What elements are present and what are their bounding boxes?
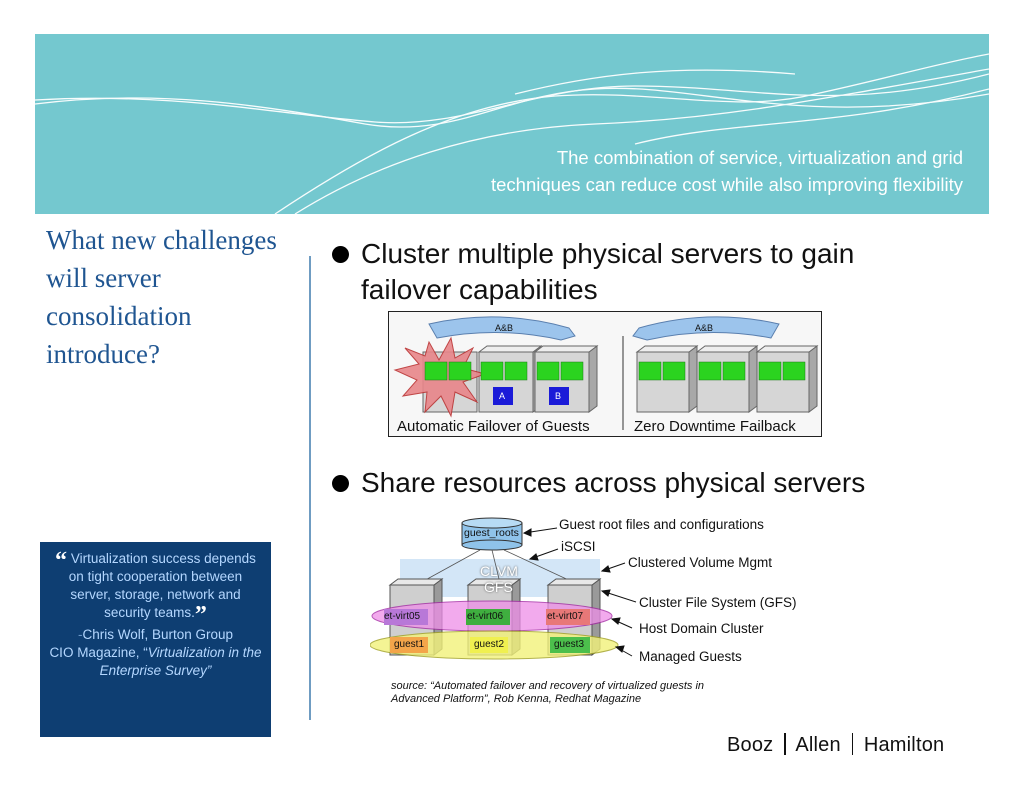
quote-source-title: Virtualization in the Enterprise Survey”: [99, 645, 262, 678]
bullet-dot: [332, 246, 349, 263]
logo-separator: [784, 733, 786, 755]
logo-word-booz: Booz: [727, 734, 774, 756]
callout-cluster-file-system: Cluster File System (GFS): [639, 595, 797, 610]
banner-subtitle-line-1: The combination of service, virtualizati…: [556, 147, 963, 168]
quote-source: CIO Magazine, “Virtualization in the Ent…: [48, 644, 263, 680]
callout-managed-guests: Managed Guests: [639, 649, 742, 664]
quote-attribution: -Chris Wolf, Burton Group: [48, 626, 263, 644]
bullet-share-text: Share resources across physical servers: [361, 467, 866, 498]
quote-source-prefix: CIO Magazine, “: [49, 645, 148, 660]
logo-separator: [851, 733, 854, 755]
open-quote-icon: “: [55, 548, 68, 574]
host-label: et-virt07: [547, 611, 584, 622]
source-line-2: Advanced Platform”, Rob Kenna, Redhat Ma…: [391, 693, 642, 705]
callout-guest-root-files: Guest root files and configurations: [559, 517, 764, 532]
tile-label-b: B: [555, 391, 562, 401]
quote-text: Virtualization success depends on tight …: [68, 551, 256, 620]
guest-label: guest1: [394, 639, 425, 650]
header-banner: The combination of service, virtualizati…: [35, 34, 989, 214]
quote-content: “ Virtualization success depends on tigh…: [48, 548, 263, 680]
bullet-cluster-line-1: Cluster multiple physical servers to gai…: [361, 238, 855, 269]
caption-zero-downtime: Zero Downtime Failback: [634, 418, 796, 435]
vertical-divider: [309, 256, 311, 720]
arrow-label-left: A&B: [495, 323, 514, 333]
callout-iscsi: iSCSI: [561, 539, 596, 554]
arrow-label-right: A&B: [695, 323, 714, 333]
host-label: et-virt05: [384, 611, 421, 622]
source-line-1: source: “Automated failover and recovery…: [391, 680, 705, 692]
tile-label-a: A: [499, 391, 506, 401]
failover-diagram-graphic: [393, 316, 819, 430]
callout-host-domain-cluster: Host Domain Cluster: [639, 621, 764, 636]
attribution-name: Chris Wolf, Burton Group: [82, 627, 234, 642]
failover-diagram: A&B A&B A B Automatic Failover of Guests…: [388, 311, 822, 437]
quote-box: “ Virtualization success depends on tigh…: [40, 542, 271, 737]
banner-subtitle-line-2: techniques can reduce cost while also im…: [491, 174, 963, 195]
caption-automatic-failover: Automatic Failover of Guests: [397, 418, 590, 435]
gfs-label: GFS: [484, 579, 513, 595]
guest-label: guest3: [554, 639, 585, 650]
db-label: guest_roots: [464, 527, 519, 539]
cluster-architecture-graphic: [369, 517, 637, 660]
attribution-dash: -: [77, 627, 83, 642]
close-quote-icon: ”: [194, 602, 207, 628]
banner-subtitle: The combination of service, virtualizati…: [323, 144, 963, 198]
slide-question: What new challenges will server consolid…: [46, 225, 277, 369]
figure-source-citation: source: “Automated failover and recovery…: [391, 680, 791, 706]
bullet-cluster-line-2: failover capabilities: [361, 274, 598, 305]
logo-word-allen: Allen: [795, 734, 841, 756]
clvm-label: CLVM: [480, 563, 518, 579]
cluster-architecture-diagram: guest_roots CLVM GFS et-virt05 et-virt06…: [369, 515, 800, 680]
logo-word-hamilton: Hamilton: [863, 734, 945, 756]
bullet-dot: [332, 475, 349, 492]
host-label: et-virt06: [467, 611, 504, 622]
callout-clustered-volume: Clustered Volume Mgmt: [628, 555, 773, 570]
guest-label: guest2: [474, 639, 505, 650]
banner-wave-lines: [35, 53, 989, 214]
booz-allen-hamilton-logo: Booz Allen Hamilton: [727, 733, 944, 757]
